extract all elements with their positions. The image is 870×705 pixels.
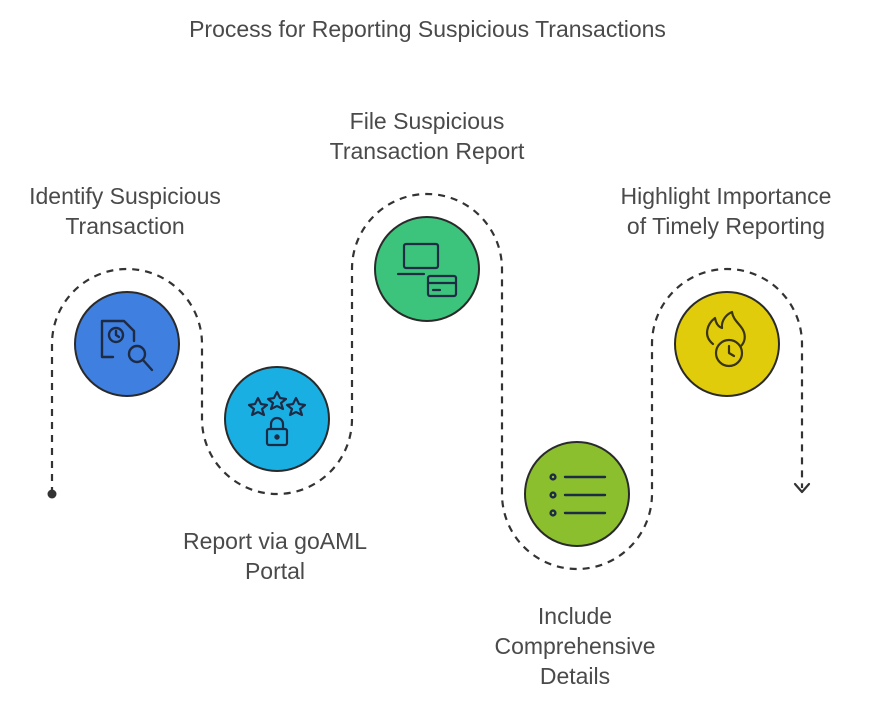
step-1-circle <box>74 291 180 397</box>
connector-path <box>50 192 804 571</box>
step-highlight-timely <box>674 291 780 397</box>
stars-lock-icon <box>247 390 307 447</box>
step-report-via-goaml <box>224 366 330 472</box>
step-2-label: Report via goAML Portal <box>182 528 368 584</box>
step-5-label: Highlight Importance of Timely Reporting <box>620 183 832 239</box>
step-1-label: Identify Suspicious Transaction <box>29 183 221 239</box>
document-search-clock-icon <box>100 319 154 372</box>
step-4-label: Include Comprehensive Details <box>494 603 656 689</box>
step-file-str <box>374 216 480 322</box>
path-end-arrow-icon <box>793 482 811 494</box>
fire-clock-icon <box>706 310 746 368</box>
diagram-title: Process for Reporting Suspicious Transac… <box>189 16 666 42</box>
bullet-list-icon <box>549 473 607 517</box>
laptop-card-icon <box>396 242 458 298</box>
path-start-dot <box>47 489 57 499</box>
step-identify-suspicious-transaction <box>74 291 180 397</box>
step-5-circle <box>674 291 780 397</box>
step-3-label: File Suspicious Transaction Report <box>329 108 525 164</box>
step-include-details <box>524 441 630 547</box>
